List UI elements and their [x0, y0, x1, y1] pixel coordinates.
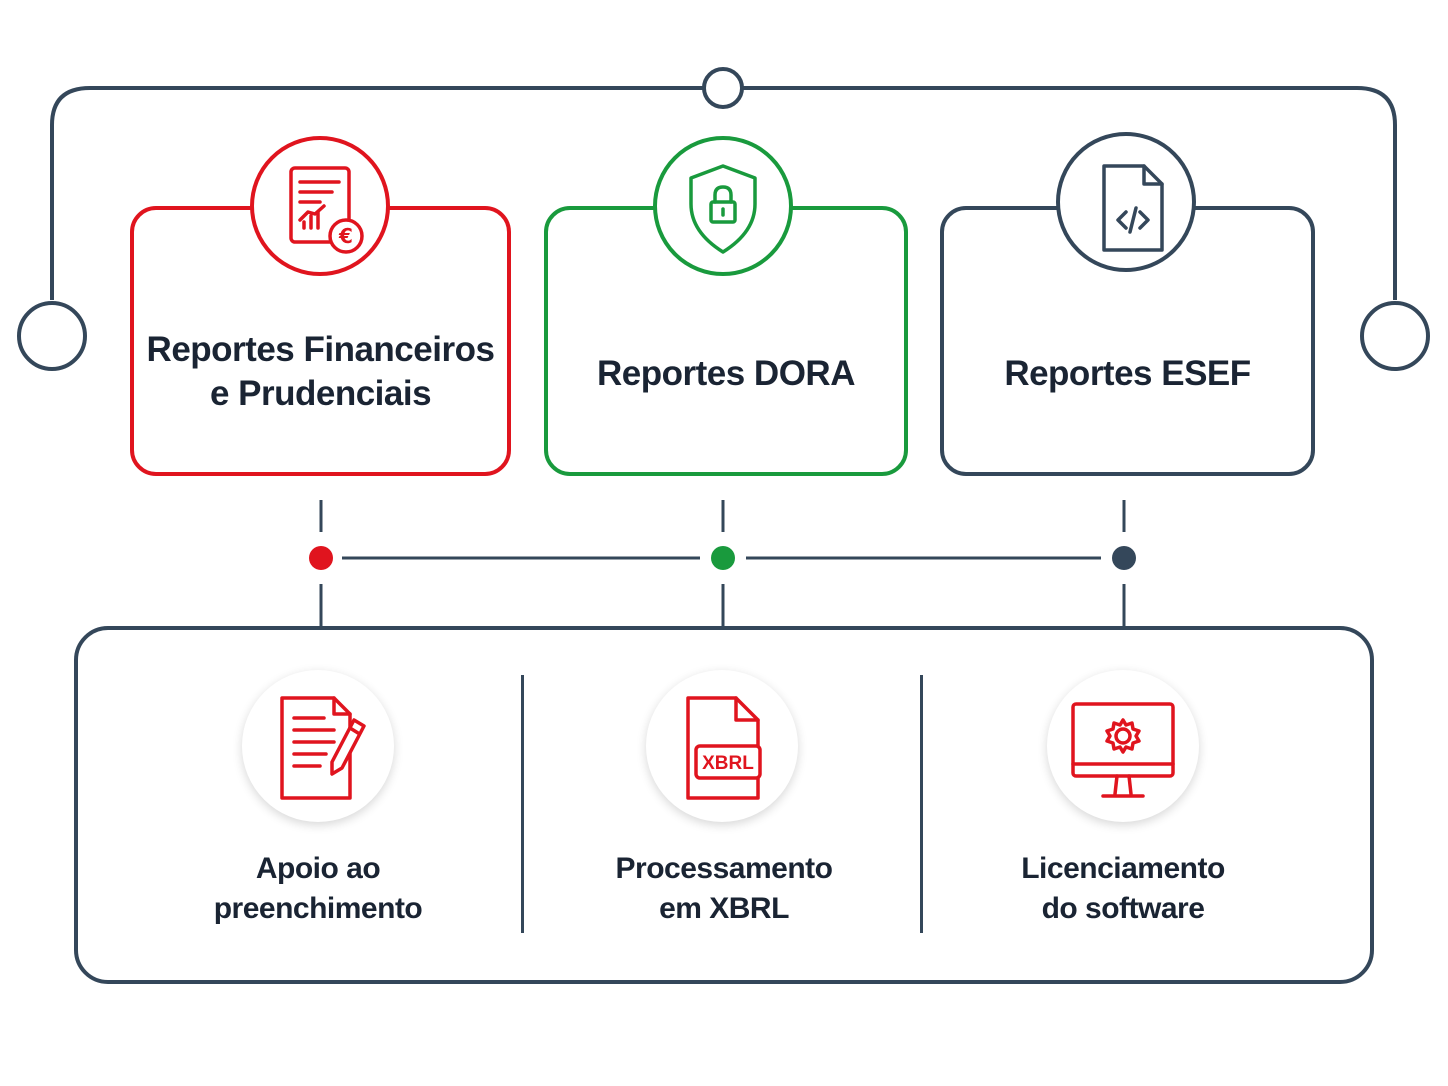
top-center-node	[702, 67, 744, 109]
esef-badge	[1056, 132, 1196, 272]
service-label-xbrl-processing: Processamento em XBRL	[564, 849, 884, 929]
service-label-software-licensing: Licenciamento do software	[963, 849, 1283, 929]
report-card-esef-title: Reportes ESEF	[944, 352, 1311, 396]
report-title-line: e Prudenciais	[209, 374, 432, 413]
service-label-line: Apoio ao	[255, 852, 381, 885]
shield-lock-icon	[689, 164, 757, 254]
service-label-fill-support: Apoio ao preenchimento	[158, 849, 478, 929]
report-title-line: Reportes DORA	[597, 354, 855, 393]
service-label-line: preenchimento	[213, 892, 423, 925]
junction-dot-red	[309, 546, 333, 570]
financial-report-euro-icon: €	[289, 166, 364, 254]
report-title-line: Reportes Financeiros	[146, 330, 495, 369]
code-file-icon	[1102, 164, 1164, 252]
dora-badge	[653, 136, 793, 276]
services-divider	[920, 675, 923, 933]
report-card-financial-title: Reportes Financeiros e Prudenciais	[134, 328, 507, 416]
xbrl-file-icon: XBRL	[686, 696, 762, 800]
service-label-line: Licenciamento	[1021, 852, 1225, 885]
service-icon-circle	[242, 670, 394, 822]
service-label-line: Processamento	[615, 852, 833, 885]
report-card-dora-title: Reportes DORA	[548, 352, 904, 396]
xbrl-icon-text: XBRL	[702, 753, 754, 774]
service-label-line: em XBRL	[659, 892, 789, 925]
junction-dot-green	[711, 546, 735, 570]
service-icon-circle	[1047, 670, 1199, 822]
document-pen-icon	[280, 696, 366, 800]
junction-dot-slate	[1112, 546, 1136, 570]
report-title-line: Reportes ESEF	[1004, 354, 1251, 393]
monitor-gear-icon	[1071, 702, 1175, 798]
service-icon-circle: XBRL	[646, 670, 798, 822]
right-end-node	[1360, 301, 1430, 371]
services-divider	[521, 675, 524, 933]
service-label-line: do software	[1041, 892, 1205, 925]
financial-badge: €	[250, 136, 390, 276]
svg-text:€: €	[338, 224, 353, 248]
left-end-node	[17, 301, 87, 371]
